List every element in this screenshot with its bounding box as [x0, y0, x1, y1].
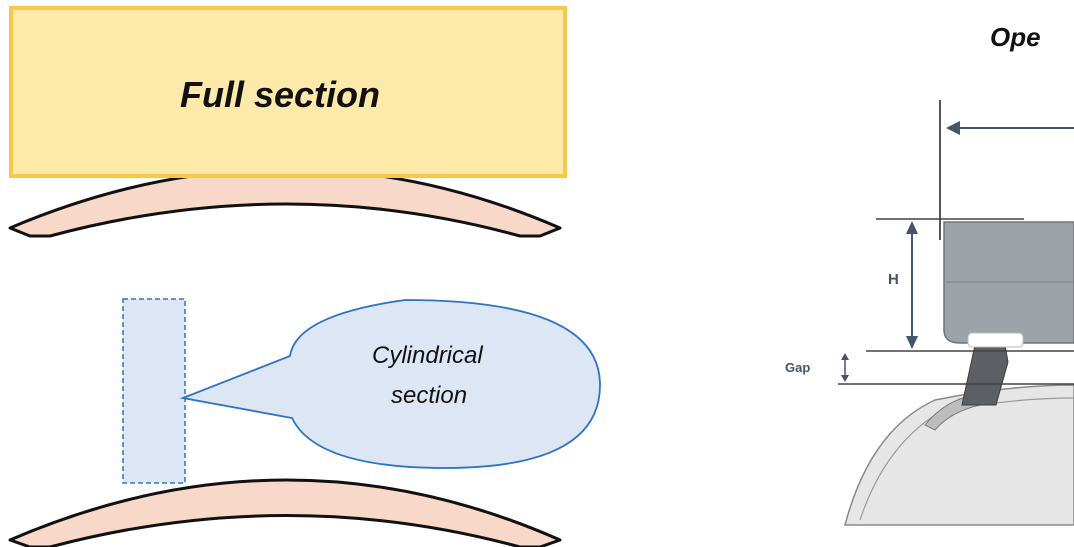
gap-arrow-top [841, 353, 849, 360]
right-panel-title: Ope [990, 22, 1041, 52]
gap-label: Gap [785, 360, 811, 375]
cylindrical-section-box [122, 298, 186, 484]
gap-arrow-bottom [841, 375, 849, 382]
bottom-arch [8, 478, 562, 547]
height-arrow-top [906, 221, 918, 234]
cylindrical-label-line2: section [391, 382, 468, 409]
width-arrow-head [946, 121, 960, 135]
cylindrical-label-line1: Cylindrical [372, 342, 483, 369]
vehicle-illustration [844, 221, 1074, 526]
full-section-box [9, 6, 567, 178]
top-arch [8, 167, 562, 238]
foot-highlight [967, 332, 1024, 348]
height-arrow-bottom [906, 336, 918, 349]
full-section-label: Full section [180, 74, 381, 115]
dimension-lines [838, 100, 1074, 385]
height-label: H [888, 271, 899, 288]
car-roof [844, 384, 1074, 526]
callout-bubble [179, 299, 601, 469]
